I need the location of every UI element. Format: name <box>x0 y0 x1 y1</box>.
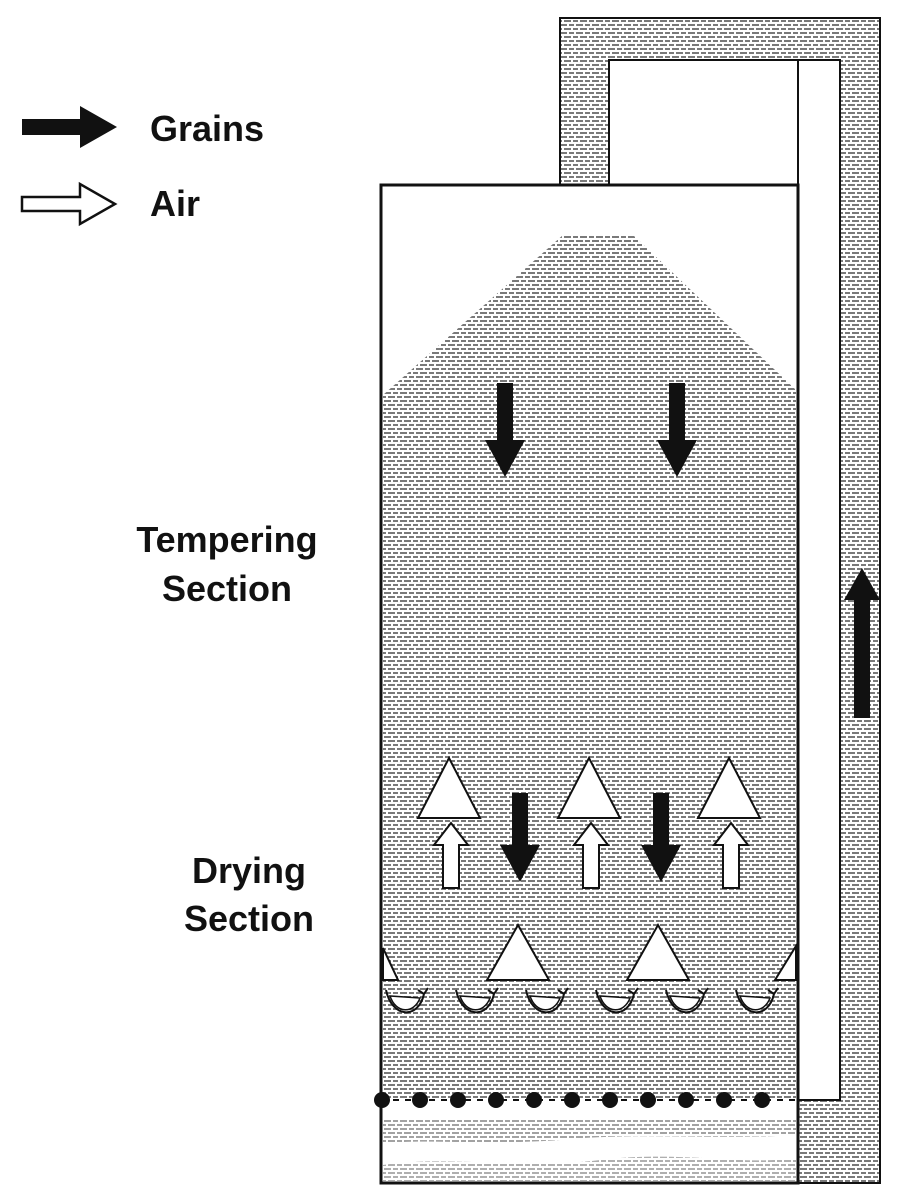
air-duct-upper-row <box>416 755 762 819</box>
tempering-section-label-line2: Section <box>162 568 292 609</box>
plenum-grain-bottom <box>383 1156 796 1181</box>
drying-section-label: Drying <box>192 850 306 891</box>
drying-section-label-line2: Section <box>184 898 314 939</box>
air-up-arrow <box>431 821 471 889</box>
perforated-floor <box>374 1092 798 1108</box>
grains-down-arrow <box>657 383 697 477</box>
airflow-curl-bubbles <box>388 995 772 1011</box>
air-duct-lower-row <box>382 922 797 981</box>
grains-down-arrow <box>500 793 540 882</box>
tempering-section-label: Tempering <box>136 519 317 560</box>
duct-vertical-channel <box>797 59 841 1101</box>
grains-down-arrow <box>485 383 525 477</box>
grains-up-arrow <box>844 568 880 718</box>
air-up-arrow <box>711 821 751 889</box>
air-legend-label: Air <box>150 183 200 224</box>
grains-legend-label: Grains <box>150 108 264 149</box>
grains-legend-arrow-icon <box>22 106 117 148</box>
airflow-curls <box>385 987 779 1014</box>
legend: Grains Air <box>20 106 264 227</box>
air-legend-arrow-icon <box>20 181 118 227</box>
grain-mass <box>383 235 796 1100</box>
plenum-grain <box>383 1118 796 1144</box>
grains-down-arrow <box>641 793 681 882</box>
air-up-arrow <box>571 821 611 889</box>
